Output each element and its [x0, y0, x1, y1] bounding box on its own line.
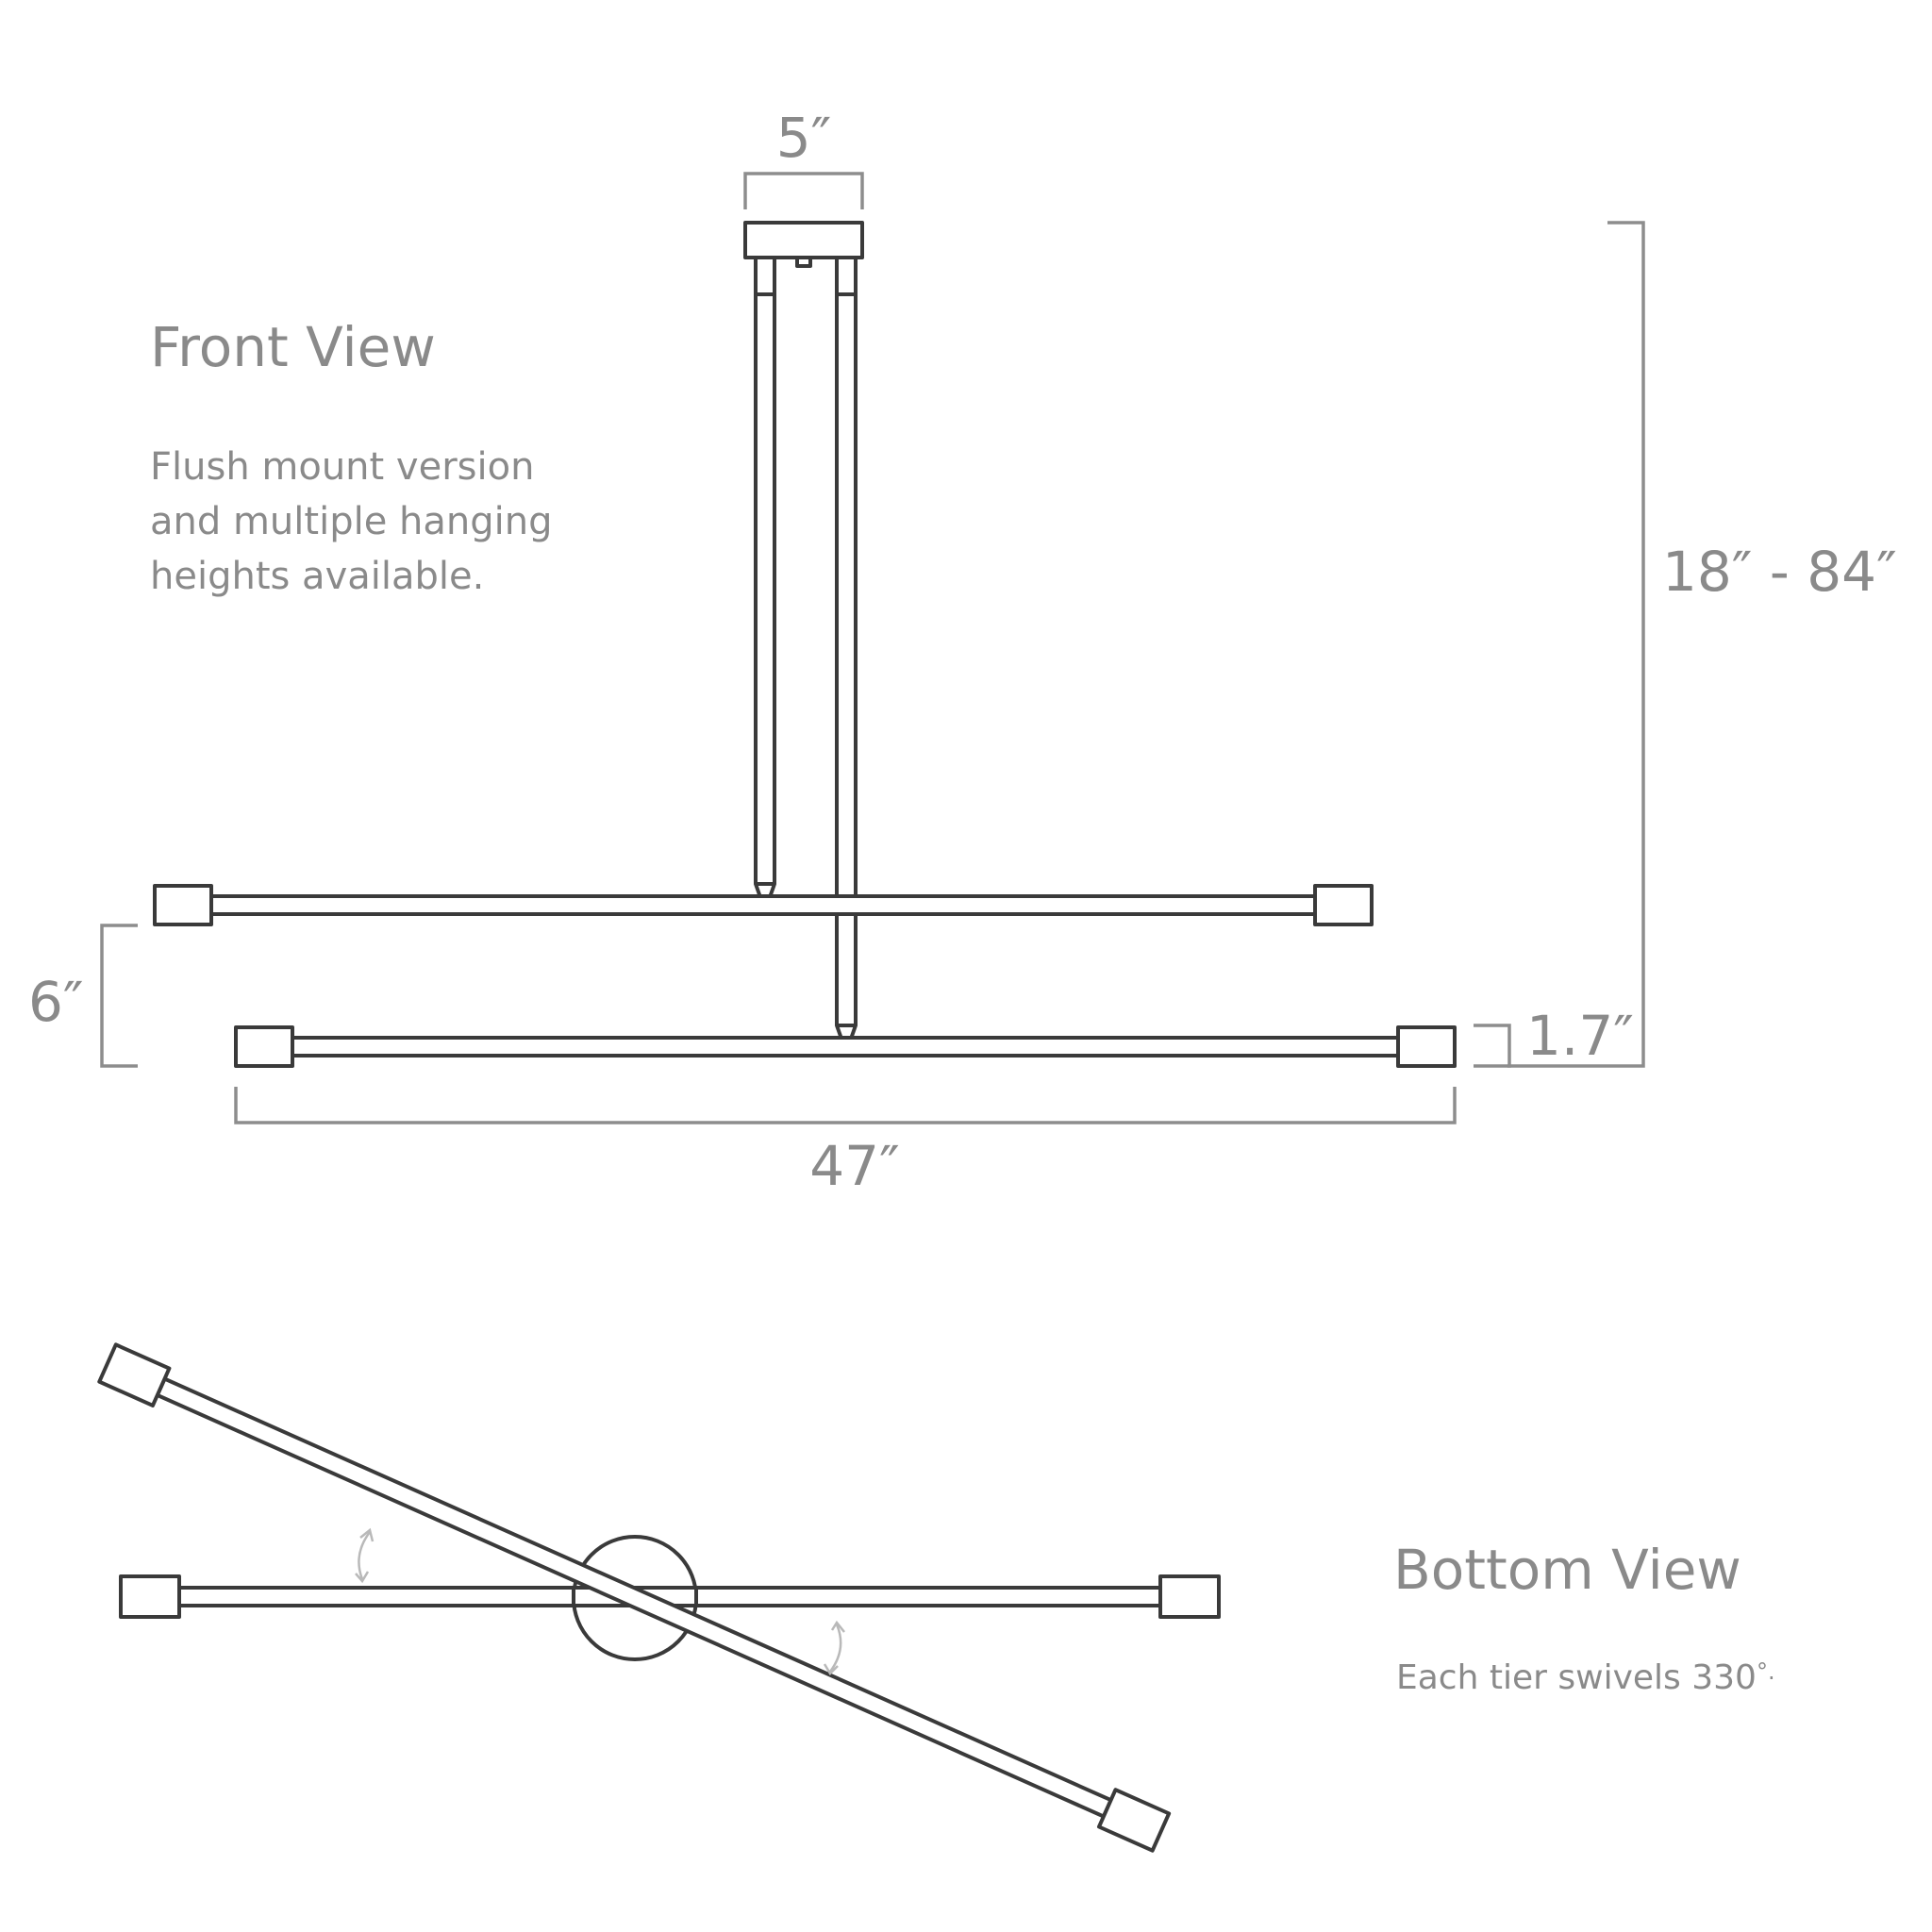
bottom-horizontal-end-cap-left: [119, 1574, 181, 1619]
bottom-horizontal-end-cap-right: [1158, 1574, 1221, 1619]
bottom-view-note-text: Each tier swivels 330: [1396, 1658, 1757, 1697]
front-view-title: Front View: [150, 315, 436, 379]
dim-overall-height-bracket: [1507, 221, 1645, 1068]
dim-bar-height-label: 1.7″: [1526, 1004, 1634, 1068]
lower-tier-end-cap-left: [234, 1025, 294, 1068]
bottom-view-note: Each tier swivels 330°.: [1396, 1658, 1775, 1697]
dim-overall-height-label: 18″ - 84″: [1662, 540, 1897, 604]
upper-tier-end-cap-left: [153, 884, 213, 926]
front-view: Front View Flush mount version and multi…: [28, 106, 1897, 1198]
rod-lower-tier: [835, 256, 858, 1043]
bottom-diagonal-end-cap-right: [1096, 1788, 1172, 1853]
dim-overall-width-bracket: [234, 1087, 1457, 1124]
bottom-view-note-degree: °.: [1757, 1658, 1775, 1685]
front-view-description-line-3: heights available.: [150, 555, 484, 598]
canopy: [743, 221, 864, 259]
dim-tier-spacing-label: 6″: [28, 970, 84, 1034]
lower-tier-end-cap-right: [1396, 1025, 1457, 1068]
canopy-connector: [795, 256, 812, 268]
bottom-view: Bottom View Each tier swivels 330°.: [97, 1342, 1775, 1853]
bottom-diagonal-tier: [97, 1342, 1172, 1853]
upper-tier: [153, 884, 1374, 926]
dim-overall-width-label: 47″: [809, 1134, 899, 1198]
dim-bar-height-bracket: [1474, 1024, 1511, 1068]
dim-tier-spacing-bracket: [100, 924, 138, 1068]
front-view-description-line-1: Flush mount version: [150, 445, 534, 489]
lower-tier: [234, 1025, 1457, 1068]
dim-canopy-width-bracket: [743, 172, 864, 209]
bottom-diagonal-end-cap-left: [97, 1342, 172, 1407]
swivel-arrow-lower-icon: [823, 1620, 845, 1676]
upper-tier-end-cap-right: [1313, 884, 1374, 926]
front-view-description-line-2: and multiple hanging: [150, 500, 552, 543]
rod-upper-tier: [754, 256, 776, 902]
dim-canopy-width-label: 5″: [776, 106, 832, 170]
bottom-view-title: Bottom View: [1393, 1538, 1741, 1602]
swivel-arrow-upper-icon: [355, 1527, 375, 1584]
